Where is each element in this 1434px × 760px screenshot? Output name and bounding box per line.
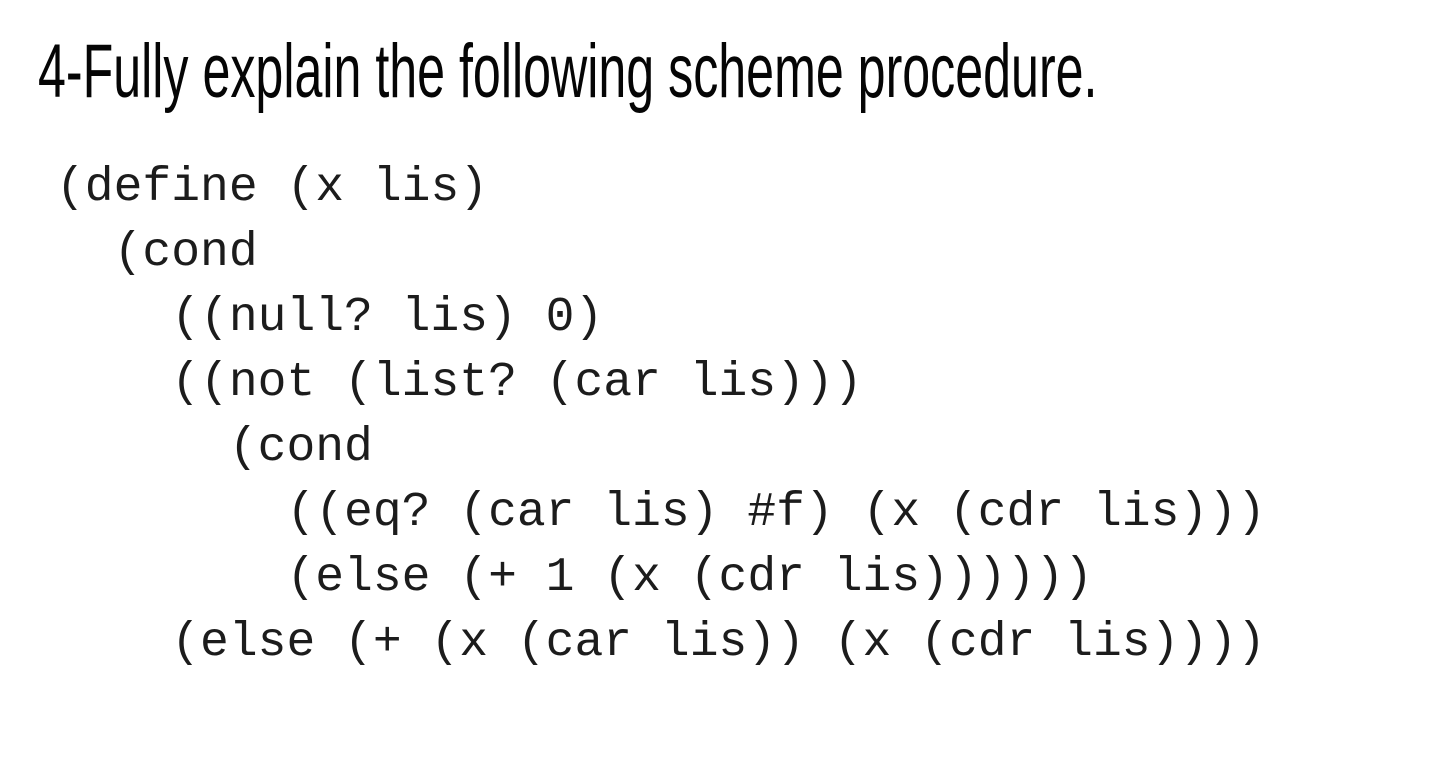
code-line: (define (x lis) <box>56 161 489 215</box>
code-line: (else (+ 1 (x (cdr lis)))))) <box>56 551 1093 605</box>
scheme-code-block: (define (x lis) (cond ((null? lis) 0) ((… <box>56 156 1266 676</box>
question-heading: 4-Fully explain the following scheme pro… <box>38 29 1098 114</box>
code-line: (else (+ (x (car lis)) (x (cdr lis)))) <box>56 616 1266 670</box>
code-line: ((null? lis) 0) <box>56 291 604 345</box>
code-line: (cond <box>56 226 258 280</box>
code-line: ((not (list? (car lis))) <box>56 356 863 410</box>
code-line: (cond <box>56 421 373 475</box>
code-line: ((eq? (car lis) #f) (x (cdr lis))) <box>56 486 1266 540</box>
